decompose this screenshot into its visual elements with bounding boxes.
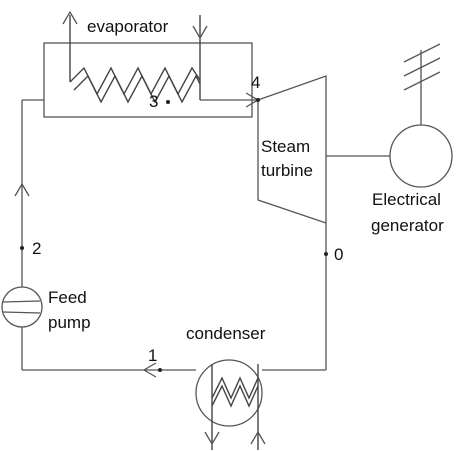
- steam-turbine-label-line1: Steam: [261, 137, 310, 156]
- feed-pump: [1, 286, 43, 328]
- state-point-3-label: 3: [149, 92, 158, 111]
- steam-turbine-shape: [257, 75, 327, 224]
- hot-fluid-out-arrow: [62, 10, 78, 25]
- state-point-2-label: 2: [32, 239, 41, 258]
- generator-line-2: [403, 57, 441, 77]
- state-point-1-dot: [158, 368, 162, 372]
- generator-circle: [389, 124, 453, 188]
- condenser-zigzag-lower: [211, 384, 259, 408]
- riser-flow-arrow: [14, 182, 30, 197]
- condenser-zigzag-upper: [211, 376, 259, 400]
- generator-line-1: [403, 71, 441, 91]
- condenser: [195, 359, 266, 450]
- evaporator-coil: [62, 10, 208, 104]
- state-point-markers: [20, 98, 328, 372]
- feed-pump-circle: [1, 286, 43, 328]
- state-point-0-label: 0: [334, 245, 343, 264]
- feed-pump-label-line1: Feed: [48, 288, 87, 307]
- state-point-3-dot: [166, 100, 170, 104]
- cycle-piping: [21, 42, 390, 371]
- condenser-label: condenser: [186, 324, 266, 343]
- cooling-water-out-arrow: [204, 431, 220, 446]
- electrical-generator-label-line1: Electrical: [372, 190, 441, 209]
- state-point-4-label: 4: [251, 73, 260, 92]
- generator-line-3: [403, 43, 441, 63]
- hot-fluid-in-arrow: [192, 25, 208, 40]
- evaporator-label: evaporator: [87, 17, 169, 36]
- feed-pump-label-line2: pump: [48, 313, 91, 332]
- state-point-4-dot: [256, 98, 260, 102]
- feed-pump-line-lower: [2, 311, 41, 314]
- feed-pump-line-upper: [2, 300, 41, 303]
- state-point-2-dot: [20, 246, 24, 250]
- state-point-0-dot: [324, 252, 328, 256]
- cooling-water-in-arrow: [250, 430, 266, 445]
- evaporator-zigzag-lower: [73, 74, 201, 104]
- condenser-circle: [195, 359, 263, 427]
- state-point-1-label: 1: [148, 346, 157, 365]
- bottom-flow-arrow: [142, 362, 157, 378]
- electrical-generator: [389, 43, 453, 188]
- steam-turbine-label-line2: turbine: [261, 161, 313, 180]
- electrical-generator-label-line2: generator: [371, 216, 444, 235]
- evaporator-box: [43, 42, 253, 118]
